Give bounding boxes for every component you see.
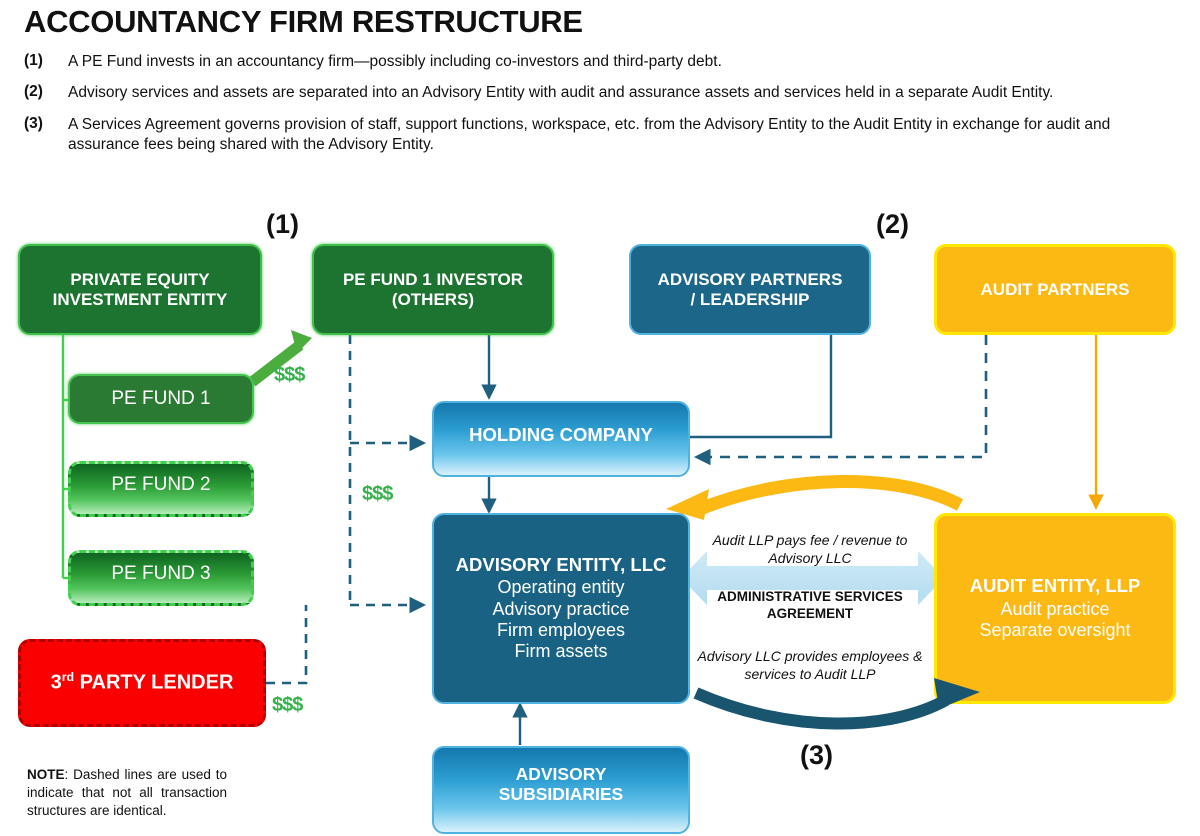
money-label-investment: $$$ <box>274 364 305 386</box>
asa-band-label: ADMINISTRATIVE SERVICES AGREEMENT <box>690 588 930 623</box>
node-pe-fund-2[interactable]: PE FUND 2 <box>68 461 254 517</box>
node-title: AUDIT ENTITY, LLP <box>969 574 1141 596</box>
asa-band-line2: AGREEMENT <box>766 606 854 622</box>
note-body: : Dashed lines are used to indicate that… <box>27 767 227 818</box>
node-label: PE FUND 3 <box>111 562 211 584</box>
list-item: (3) A Services Agreement governs provisi… <box>24 115 1174 156</box>
node-third-party-lender[interactable]: 3rd PARTY LENDER <box>18 639 266 727</box>
advisory-partners-to-holdco-connector <box>690 335 833 439</box>
note-bold: NOTE <box>27 767 65 782</box>
investor-dashed-connectors <box>348 335 427 614</box>
node-line: Firm employees <box>496 619 626 640</box>
node-title: HOLDING COMPANY <box>469 424 653 445</box>
bullet-number: (3) <box>24 114 43 132</box>
bullet-text: A Services Agreement governs provision o… <box>68 115 1111 154</box>
node-audit-entity[interactable]: AUDIT ENTITY, LLP Audit practice Separat… <box>934 513 1176 704</box>
step-label-two: (2) <box>876 209 909 239</box>
node-advisory-entity[interactable]: ADVISORY ENTITY, LLC Operating entity Ad… <box>432 513 690 704</box>
pe-fund1-investment-arrow <box>248 330 312 387</box>
node-title-line1: ADVISORY <box>515 764 607 784</box>
lender-label-pre: 3 <box>50 672 62 695</box>
node-pe-fund-3[interactable]: PE FUND 3 <box>68 550 254 606</box>
step-label-one: (1) <box>266 209 299 239</box>
node-line: Firm assets <box>514 641 608 662</box>
node-line: Separate oversight <box>979 619 1131 640</box>
node-label: PE FUND 1 <box>111 387 211 409</box>
list-item: (1) A PE Fund invests in an accountancy … <box>24 52 1174 72</box>
asa-band-line1: ADMINISTRATIVE SERVICES <box>717 589 903 604</box>
bullet-text: A PE Fund invests in an accountancy firm… <box>68 53 722 70</box>
bullet-text: Advisory services and assets are separat… <box>68 84 1054 102</box>
list-item: (2) Advisory services and assets are sep… <box>24 83 1174 103</box>
lender-dashed-connector <box>266 605 308 685</box>
node-title-line1: PE FUND 1 INVESTOR <box>342 270 524 290</box>
bullet-list: (1) A PE Fund invests in an accountancy … <box>24 52 1174 167</box>
node-title-line2: / LEADERSHIP <box>690 289 810 309</box>
pe-tree-connectors <box>61 335 75 580</box>
money-label-holdco: $$$ <box>362 483 393 505</box>
node-pe-fund-1-investor[interactable]: PE FUND 1 INVESTOR (OTHERS) <box>312 244 554 335</box>
node-title-line2: (OTHERS) <box>391 289 475 309</box>
audit-partners-dashed-connector <box>693 335 988 466</box>
node-line: Operating entity <box>497 577 625 598</box>
node-audit-partners[interactable]: AUDIT PARTNERS <box>934 244 1176 335</box>
node-title: AUDIT PARTNERS <box>980 279 1130 299</box>
node-advisory-subsidiaries[interactable]: ADVISORY SUBSIDIARIES <box>432 746 690 834</box>
step-label-three: (3) <box>800 740 833 770</box>
lender-label-post: PARTY LENDER <box>74 672 234 695</box>
asa-top-caption: Audit LLP pays fee / revenue to Advisory… <box>712 532 908 566</box>
node-advisory-partners-leadership[interactable]: ADVISORY PARTNERS / LEADERSHIP <box>629 244 871 335</box>
node-line: Audit practice <box>1000 598 1110 619</box>
note-text: NOTE: Dashed lines are used to indicate … <box>27 766 227 819</box>
node-title: ADVISORY ENTITY, LLC <box>455 553 667 575</box>
node-holding-company[interactable]: HOLDING COMPANY <box>432 401 690 477</box>
administrative-services-agreement-band <box>681 551 944 605</box>
money-label-lender: $$$ <box>272 694 303 716</box>
asa-bottom-caption: Advisory LLC provides employees & servic… <box>697 648 923 682</box>
node-label: PE FUND 2 <box>111 473 211 495</box>
node-title-line2: SUBSIDIARIES <box>498 783 624 804</box>
node-title-line2: INVESTMENT ENTITY <box>52 289 228 309</box>
bullet-number: (2) <box>24 83 43 101</box>
node-private-equity-investment-entity[interactable]: PRIVATE EQUITY INVESTMENT ENTITY <box>18 244 262 335</box>
node-title-line1: PRIVATE EQUITY <box>70 270 210 290</box>
lender-label-sup: rd <box>61 670 75 685</box>
bullet-number: (1) <box>24 52 43 69</box>
node-line: Advisory practice <box>492 598 630 619</box>
node-title-line1: ADVISORY PARTNERS <box>657 270 843 290</box>
node-label: 3rd PARTY LENDER <box>50 670 234 695</box>
node-pe-fund-1[interactable]: PE FUND 1 <box>68 374 254 424</box>
page-title: ACCOUNTANCY FIRM RESTRUCTURE <box>24 4 583 39</box>
